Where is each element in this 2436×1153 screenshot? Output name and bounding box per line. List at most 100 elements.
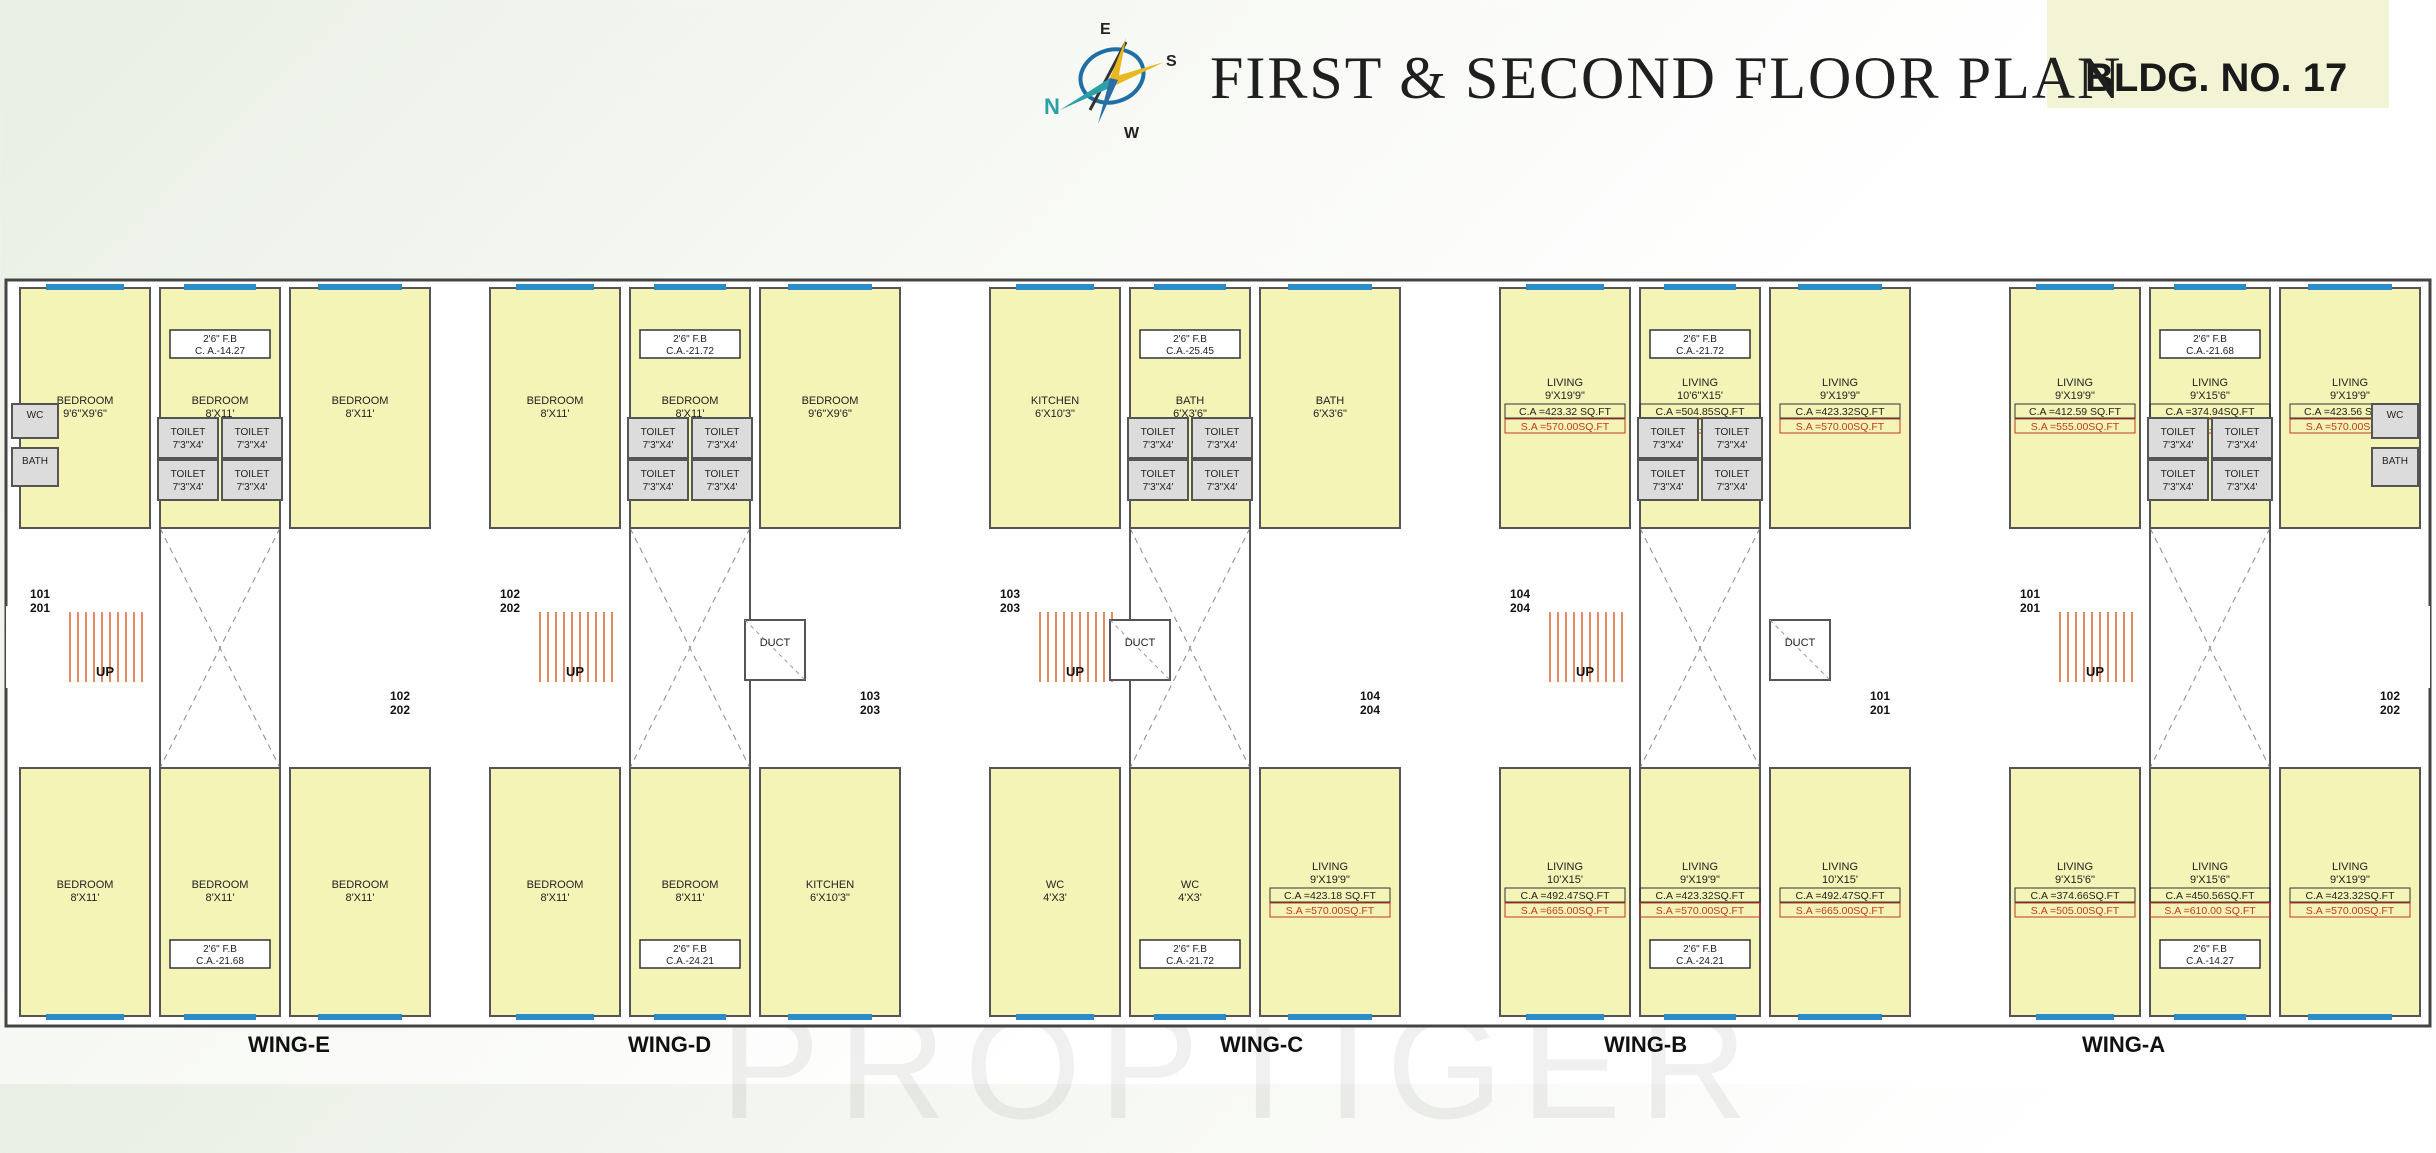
toilet-dims: 7'3"X4' bbox=[1207, 482, 1238, 493]
room-bottom-dims: 9'X19'9" bbox=[1310, 874, 1350, 886]
fb-box bbox=[1139, 939, 1241, 969]
room-top-dims: 9'X19'9" bbox=[2055, 390, 2095, 402]
room-top-title: BEDROOM bbox=[332, 395, 389, 407]
room-top-title: BEDROOM bbox=[802, 395, 859, 407]
fb-label: 2'6" F.B bbox=[673, 334, 707, 345]
room-bottom-dims: 10'X15' bbox=[1822, 874, 1858, 886]
fb-box bbox=[1139, 329, 1241, 359]
page-title: FIRST & SECOND FLOOR PLAN bbox=[1210, 45, 2123, 111]
toilet bbox=[2147, 417, 2209, 459]
toilet-dims: 7'3"X4' bbox=[2227, 440, 2258, 451]
room-top-title: BEDROOM bbox=[527, 395, 584, 407]
wc bbox=[11, 403, 59, 439]
fb-label: 2'6" F.B bbox=[1173, 334, 1207, 345]
toilet-title: TOILET bbox=[2225, 427, 2260, 438]
fb-label: 2'6" F.B bbox=[1683, 944, 1717, 955]
room bbox=[489, 767, 621, 1017]
fb-area: C.A.-21.72 bbox=[1676, 346, 1724, 357]
toilet-title: TOILET bbox=[171, 469, 206, 480]
toilet-title: TOILET bbox=[2161, 469, 2196, 480]
toilet-dims: 7'3"X4' bbox=[237, 440, 268, 451]
compass-e-label: E bbox=[1100, 21, 1111, 38]
lift-diagonal bbox=[159, 527, 281, 769]
stair-up-label: UP bbox=[1576, 664, 1594, 679]
toilet-title: TOILET bbox=[235, 427, 270, 438]
room-top-dims: 9'X19'9" bbox=[1820, 390, 1860, 402]
room-top-title: LIVING bbox=[1682, 377, 1718, 389]
toilet-dims: 7'3"X4' bbox=[1717, 440, 1748, 451]
room-top-ca-box bbox=[1504, 403, 1626, 419]
room-top-carpet-area: C.A =423.32 SQ.FT bbox=[1519, 406, 1612, 418]
room-top-dims: 9'X19'9" bbox=[1545, 390, 1585, 402]
room-bottom-sa-box bbox=[1779, 902, 1901, 918]
room bbox=[289, 287, 431, 529]
compass-n-label: N bbox=[1044, 94, 1060, 119]
building-number: BLDG. NO. 17 bbox=[2085, 56, 2348, 100]
room-top-dims: 9'X15'6" bbox=[2190, 390, 2230, 402]
room bbox=[2009, 767, 2141, 1017]
lift-diagonal bbox=[1129, 527, 1251, 769]
compass-w-label: W bbox=[1124, 125, 1140, 142]
window bbox=[1016, 1014, 1094, 1020]
room-top-dims: 6'X3'6" bbox=[1313, 408, 1347, 420]
unit-number: 202 bbox=[2380, 703, 2400, 717]
lift-diagonal bbox=[1639, 527, 1761, 769]
fb-box bbox=[639, 329, 741, 359]
room-top-ca-box bbox=[1779, 403, 1901, 419]
room-top-carpet-area: C.A =423.32SQ.FT bbox=[1795, 406, 1885, 418]
unit-number: 102 bbox=[2380, 689, 2400, 703]
stair-up-label: UP bbox=[1066, 664, 1084, 679]
window bbox=[2308, 284, 2392, 290]
room bbox=[19, 767, 151, 1017]
fb-label: 2'6" F.B bbox=[2193, 944, 2227, 955]
room-bottom-title: LIVING bbox=[2332, 861, 2368, 873]
window bbox=[2174, 284, 2246, 290]
toilet bbox=[1127, 459, 1189, 501]
room-bottom-ca-box bbox=[1639, 887, 1761, 903]
room-bottom-sa-box bbox=[2149, 902, 2271, 918]
unit-number: 204 bbox=[1360, 703, 1380, 717]
room-bottom-dims: 4'X3' bbox=[1178, 892, 1202, 904]
toilet bbox=[627, 417, 689, 459]
window bbox=[46, 1014, 124, 1020]
fb-area: C. A.-14.27 bbox=[195, 346, 245, 357]
room-bottom-dims: 9'X15'6" bbox=[2055, 874, 2095, 886]
room-top-sa-box bbox=[2014, 418, 2136, 434]
room-top-title: BATH bbox=[1316, 395, 1345, 407]
toilet-dims: 7'3"X4' bbox=[173, 440, 204, 451]
window bbox=[1664, 284, 1736, 290]
toilet bbox=[691, 417, 753, 459]
room-top-title: LIVING bbox=[2332, 377, 2368, 389]
unit-number: 102 bbox=[500, 587, 520, 601]
room-bottom-ca-box bbox=[1779, 887, 1901, 903]
window bbox=[788, 284, 872, 290]
room bbox=[989, 767, 1121, 1017]
room-bottom-sa-box bbox=[1269, 902, 1391, 918]
room-bottom-dims: 9'X19'9" bbox=[2330, 874, 2370, 886]
fb-label: 2'6" F.B bbox=[1683, 334, 1717, 345]
wing-b-label: WING-B bbox=[1604, 1032, 1688, 1057]
room-bottom-title: BEDROOM bbox=[662, 879, 719, 891]
room-top-title: BEDROOM bbox=[57, 395, 114, 407]
toilet-title: TOILET bbox=[171, 427, 206, 438]
room bbox=[1769, 287, 1911, 529]
fb-box bbox=[2159, 329, 2261, 359]
room-top-dims: 6'X10'3" bbox=[1035, 408, 1075, 420]
room-top-title: BEDROOM bbox=[192, 395, 249, 407]
room-bottom-title: KITCHEN bbox=[806, 879, 854, 891]
wing-d-label: WING-D bbox=[628, 1032, 712, 1057]
window bbox=[1798, 284, 1882, 290]
room-bottom-dims: 8'X11' bbox=[675, 892, 704, 904]
duct-label: DUCT bbox=[1125, 637, 1156, 649]
toilet-title: TOILET bbox=[705, 427, 740, 438]
room-bottom-sa-box bbox=[1504, 902, 1626, 918]
floor-plan-drawing: UPBEDROOM9'6"X9'6"BEDROOM8'X11'BEDROOM8'… bbox=[4, 278, 2432, 1028]
room-top-title: LIVING bbox=[1822, 377, 1858, 389]
fb-area: C.A.-24.21 bbox=[1676, 956, 1724, 967]
room-top-title: LIVING bbox=[1547, 377, 1583, 389]
room-bottom-carpet-area: C.A =492.47SQ.FT bbox=[1795, 890, 1885, 902]
room-top-title: BEDROOM bbox=[662, 395, 719, 407]
fb-box bbox=[1649, 939, 1751, 969]
toilet-title: TOILET bbox=[705, 469, 740, 480]
toilet-dims: 7'3"X4' bbox=[2163, 482, 2194, 493]
